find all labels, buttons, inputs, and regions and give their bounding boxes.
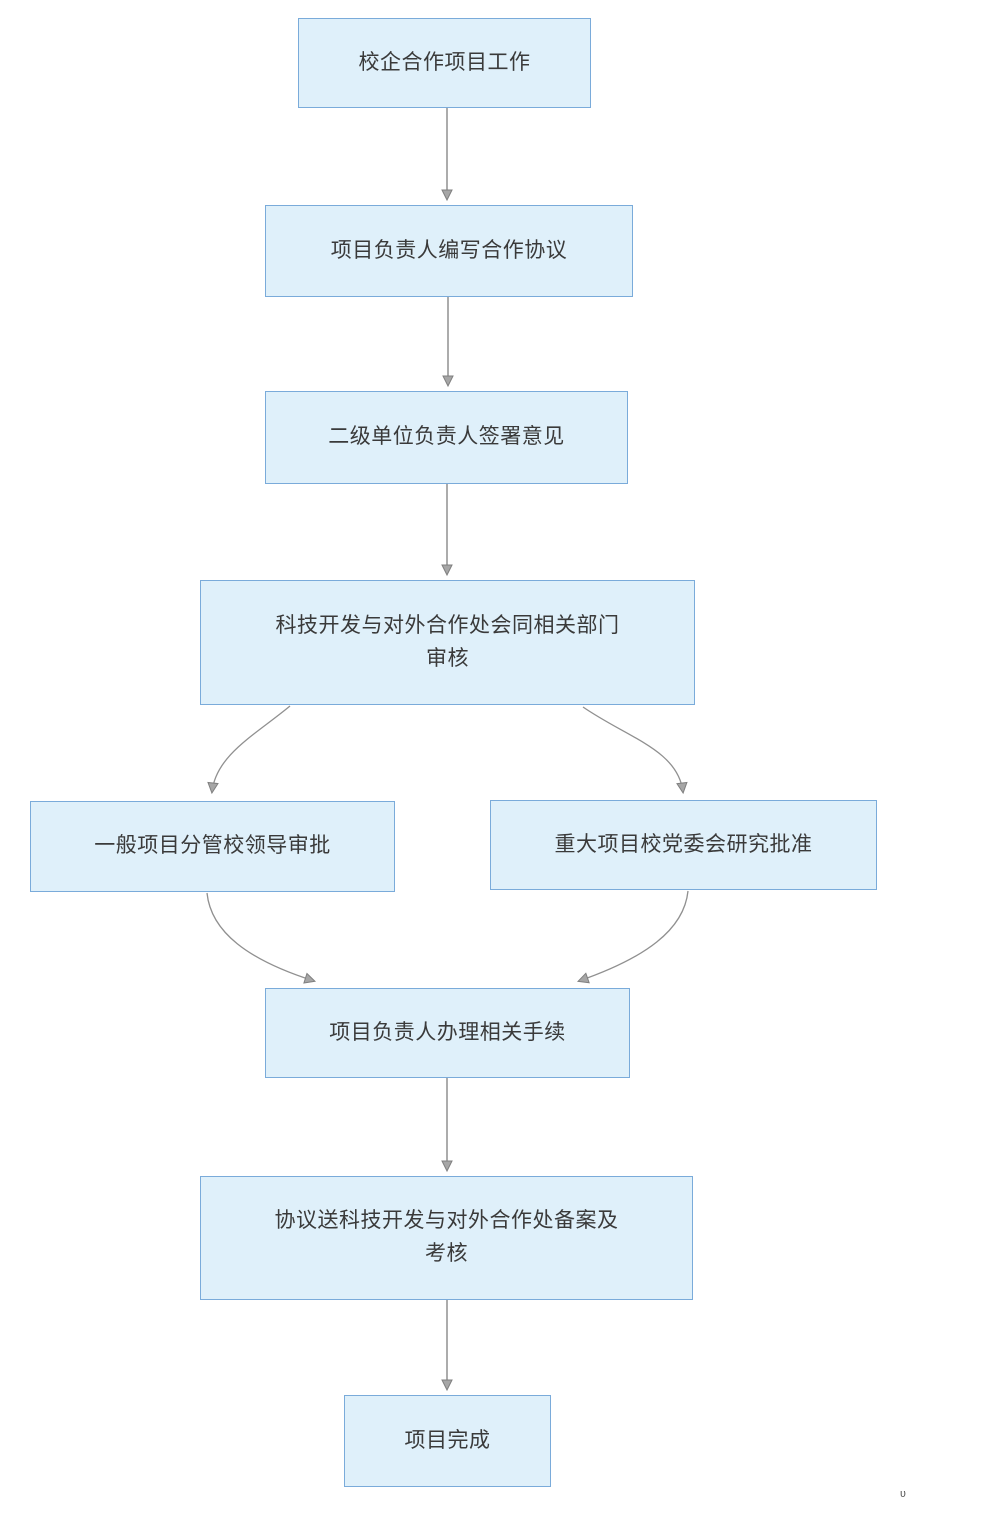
flow-node-complete: 项目完成 xyxy=(344,1395,551,1487)
node-label: 科技开发与对外合作处会同相关部门 xyxy=(275,613,620,637)
node-label: 校企合作项目工作 xyxy=(358,50,531,74)
flow-node-unit-leader-sign: 二级单位负责人签署意见 xyxy=(265,391,628,484)
flow-node-start: 校企合作项目工作 xyxy=(298,18,591,108)
arrow-review-to-general xyxy=(207,705,291,795)
flow-node-office-review: 科技开发与对外合作处会同相关部门 审核 xyxy=(200,580,695,705)
node-label: 项目负责人编写合作协议 xyxy=(330,238,568,262)
arrow-general-to-procedures xyxy=(206,892,317,984)
flow-node-draft-agreement: 项目负责人编写合作协议 xyxy=(265,205,633,297)
arrow-major-to-procedures xyxy=(577,890,689,984)
flow-node-handle-procedures: 项目负责人办理相关手续 xyxy=(265,988,630,1078)
node-label: 审核 xyxy=(426,646,469,670)
arrow-review-to-major xyxy=(582,706,688,795)
flow-node-general-project-approval: 一般项目分管校领导审批 xyxy=(30,801,395,892)
scan-artifact-mark: ʋ xyxy=(900,1488,907,1500)
flow-node-major-project-approval: 重大项目校党委会研究批准 xyxy=(490,800,877,890)
node-label: 二级单位负责人签署意见 xyxy=(328,425,565,449)
node-label: 项目完成 xyxy=(404,1428,491,1452)
node-label: 项目负责人办理相关手续 xyxy=(329,1020,566,1044)
node-label: 重大项目校党委会研究批准 xyxy=(554,832,813,856)
node-label: 协议送科技开发与对外合作处备案及 xyxy=(274,1209,619,1233)
node-label: 考核 xyxy=(425,1242,468,1265)
flow-node-filing-assessment: 协议送科技开发与对外合作处备案及 考核 xyxy=(200,1176,693,1300)
node-label: 一般项目分管校领导审批 xyxy=(94,834,331,858)
